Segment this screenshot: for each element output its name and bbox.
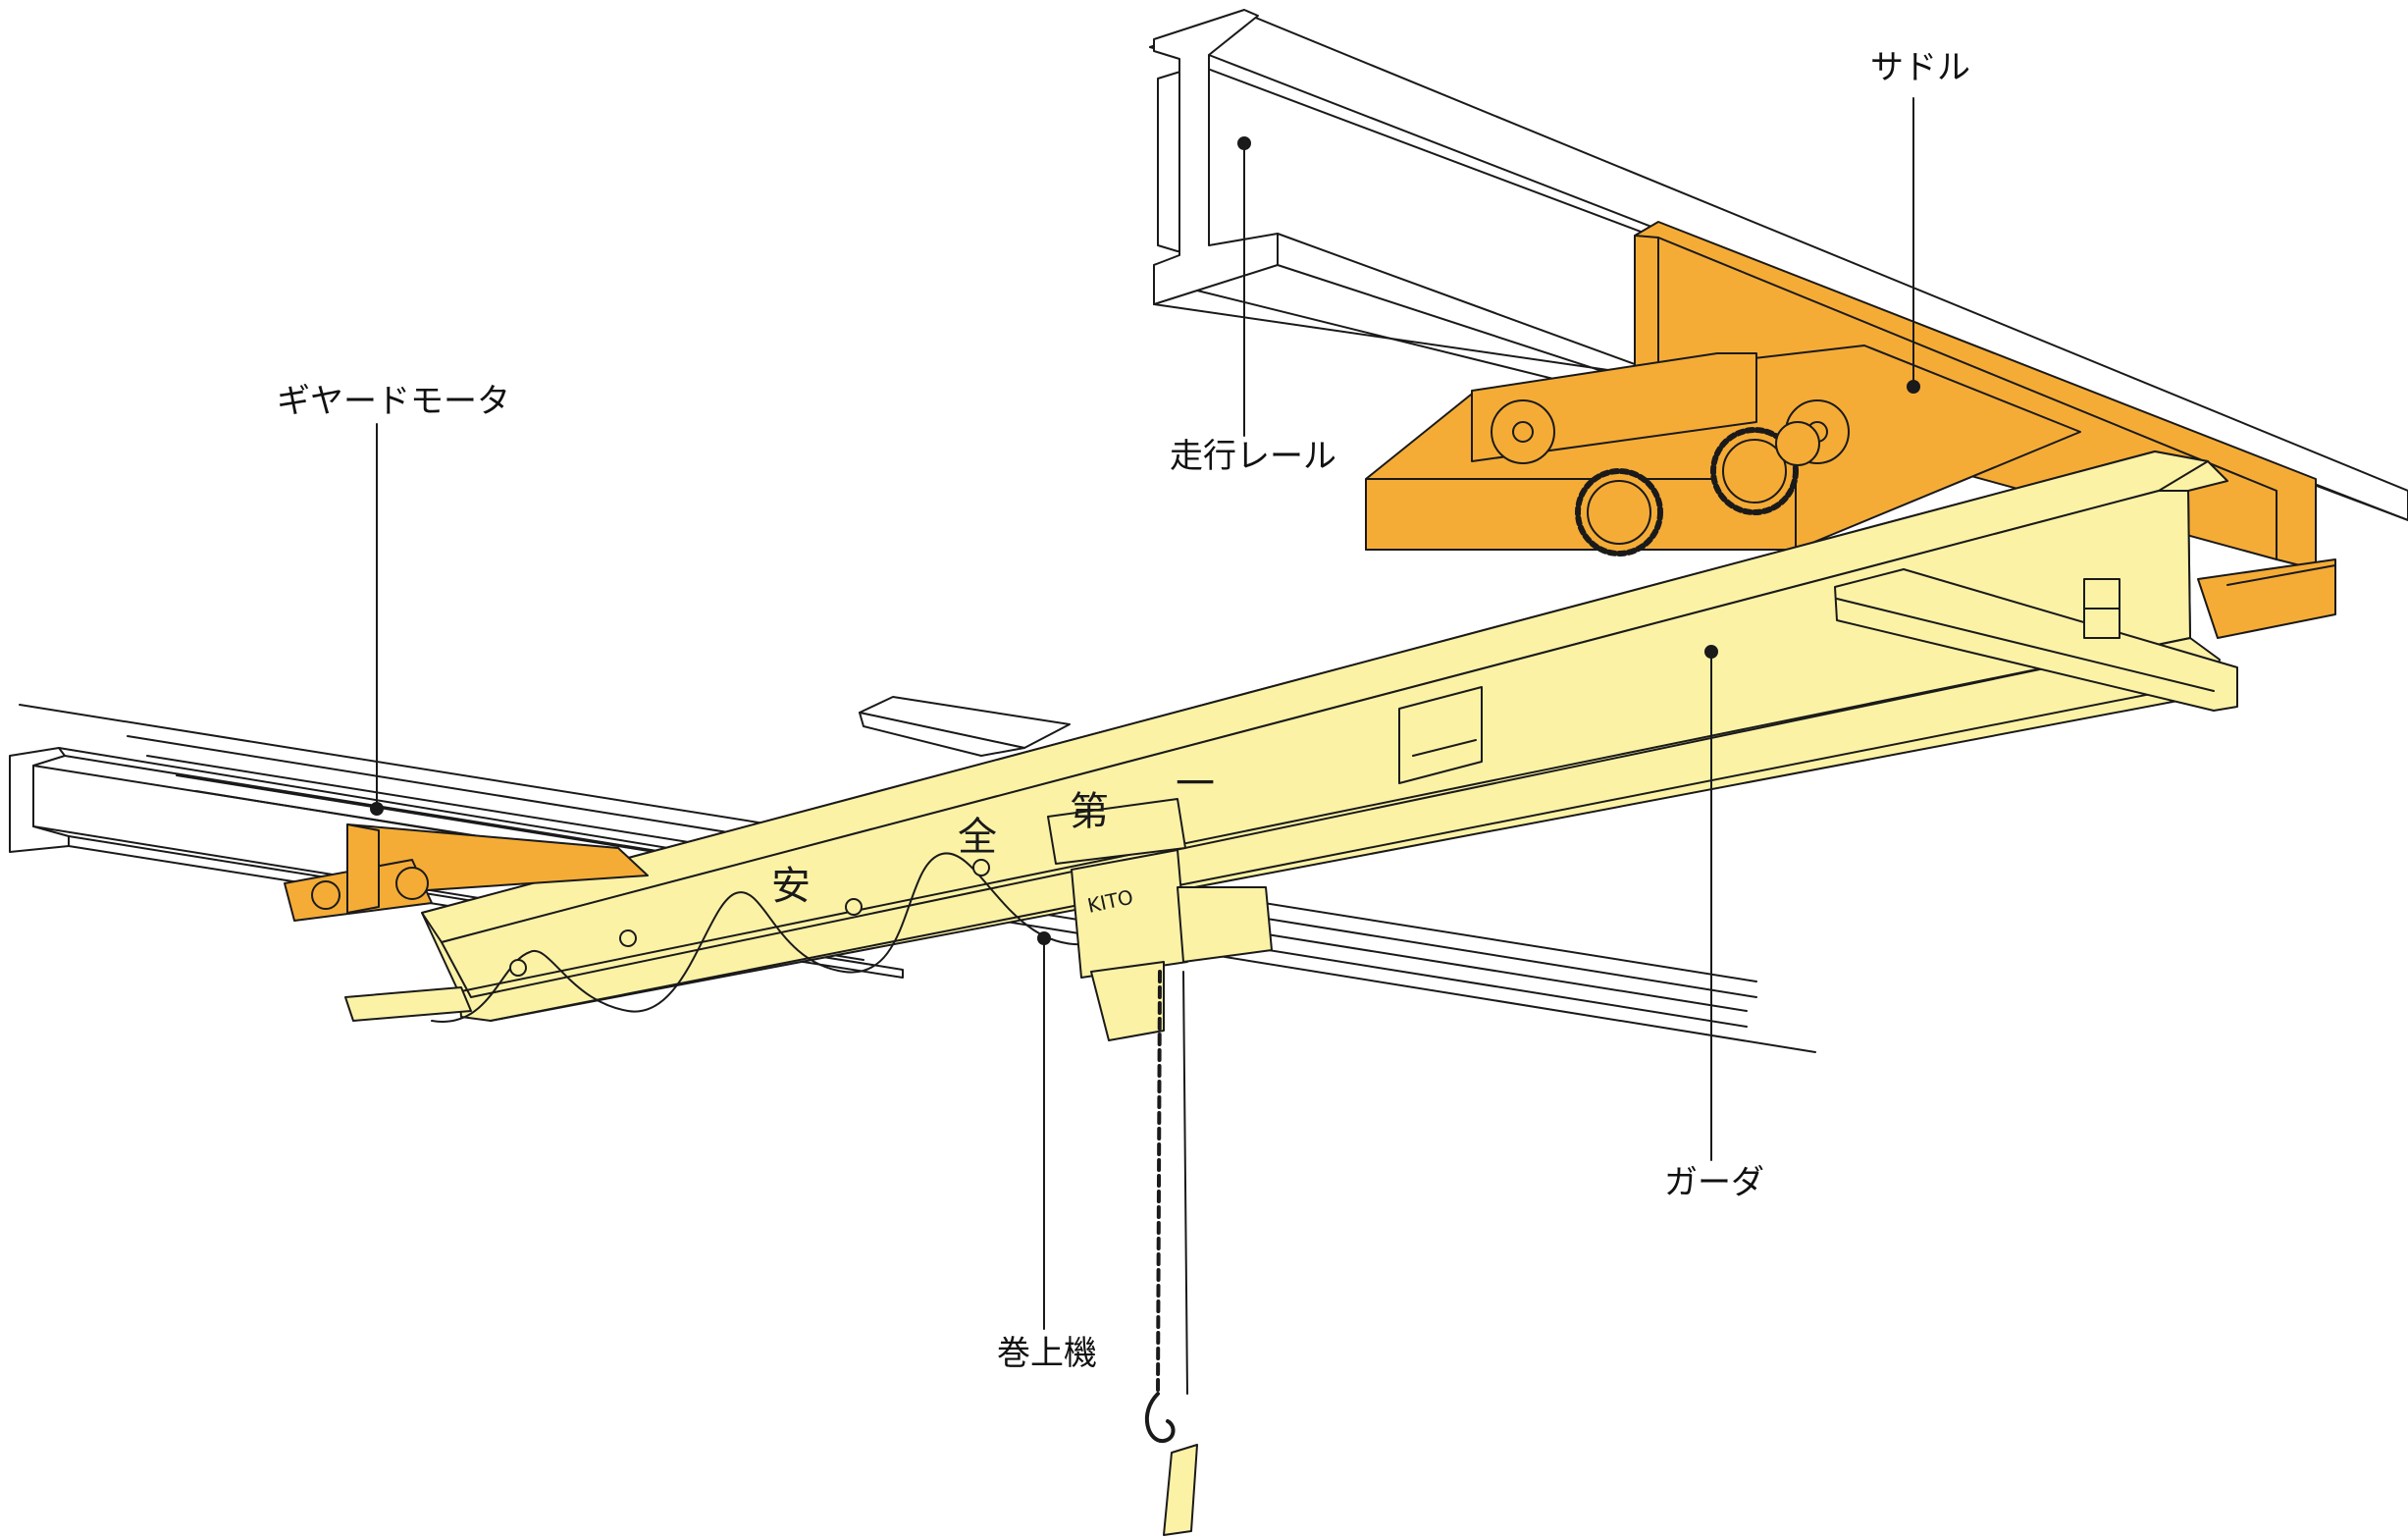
festoon-cable bbox=[431, 852, 1100, 1023]
safety-mark-1: 全 bbox=[958, 815, 997, 860]
safety-mark-0: 安 bbox=[771, 864, 811, 909]
geared-motor bbox=[284, 802, 649, 922]
safety-mark-2: 第 bbox=[1070, 789, 1109, 834]
safety-marks: 安 全 第 一 bbox=[771, 762, 1215, 909]
girder-label: ガーダ bbox=[1664, 1163, 1764, 1202]
geared-motor-label: ギヤードモータ bbox=[277, 382, 510, 421]
hoist-label: 巻上機 bbox=[997, 1334, 1097, 1373]
ceiling-sign bbox=[859, 696, 1071, 757]
girder bbox=[344, 451, 2238, 1022]
hoist bbox=[1037, 798, 1273, 1536]
runway-rail-label: 走行レール bbox=[1170, 437, 1336, 476]
safety-mark-3: 一 bbox=[1176, 762, 1215, 807]
saddle-label: サドル bbox=[1870, 48, 1970, 87]
leader-lines bbox=[376, 97, 1914, 1330]
